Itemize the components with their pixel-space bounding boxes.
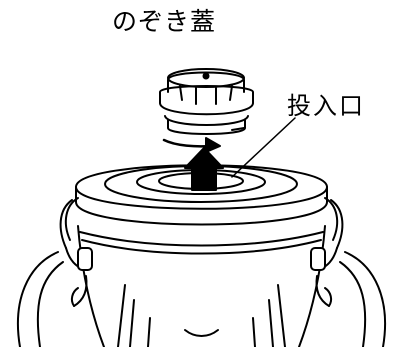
right-clamp bbox=[310, 197, 344, 307]
left-clamp bbox=[59, 197, 93, 307]
inlet-label: 投入口 bbox=[287, 92, 365, 120]
insert-up-arrow bbox=[184, 147, 224, 191]
peek-lid-cap bbox=[159, 68, 254, 135]
rotation-arrow bbox=[162, 137, 221, 153]
inlet-leader-line bbox=[231, 117, 296, 178]
peek-lid-label: のぞき蓋 bbox=[112, 7, 217, 36]
blender-handles bbox=[16, 251, 387, 347]
blender-jar bbox=[77, 225, 326, 347]
